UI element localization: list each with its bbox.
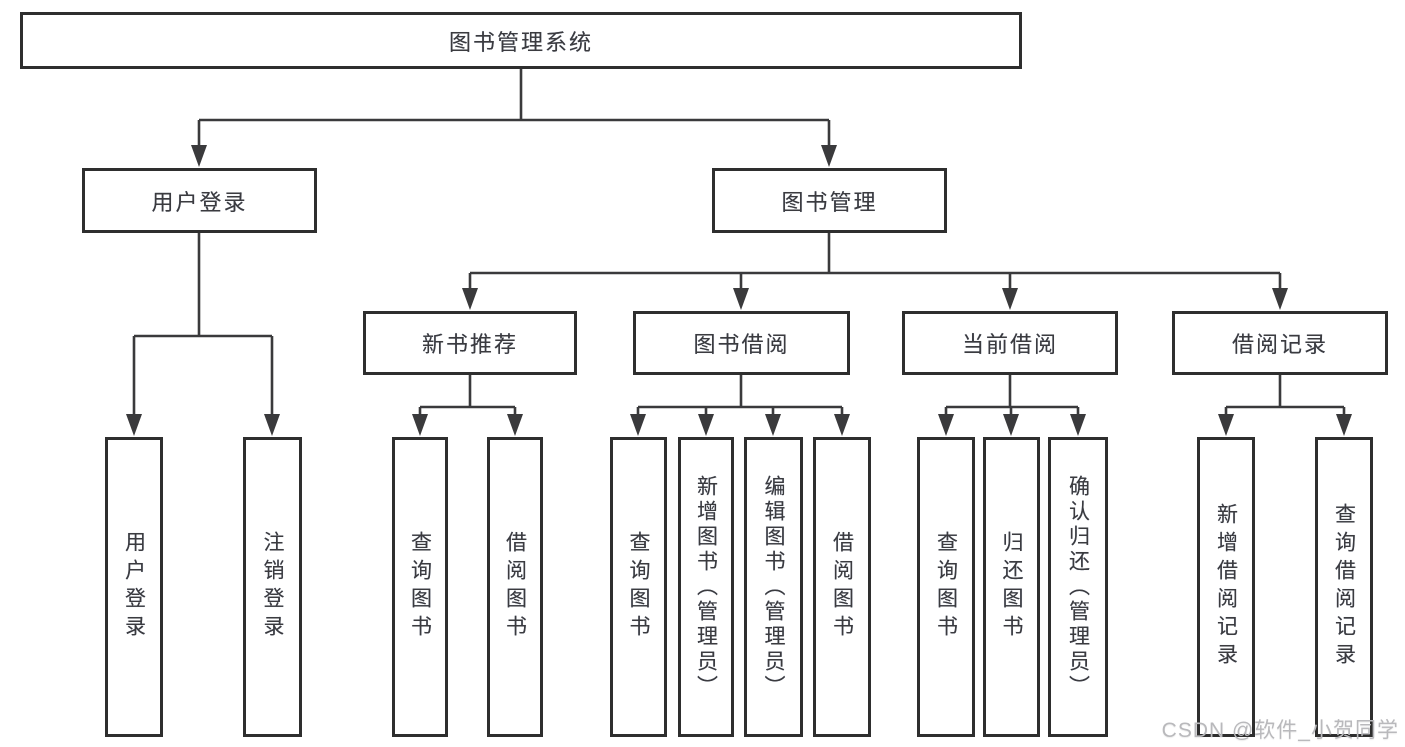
node-book-management: 图书管理 [712,168,947,233]
node-borrowing-records: 借阅记录 [1172,311,1388,375]
node-borrow-query-books-label: 查询图书 [627,531,650,643]
node-return-books: 归还图书 [983,437,1040,737]
node-logout-label: 注销登录 [261,531,284,643]
node-user-login-module-label: 用户登录 [151,189,248,215]
node-user-login-module: 用户登录 [82,168,317,233]
node-new-book-recommend: 新书推荐 [363,311,577,375]
node-book-borrowing: 图书借阅 [633,311,850,375]
node-borrow-borrow-books: 借阅图书 [813,437,871,737]
node-cur-query-books: 查询图书 [917,437,975,737]
node-query-borrow-record-label: 查询借阅记录 [1332,503,1356,671]
node-user-login-leaf-label: 用户登录 [122,531,146,643]
node-borrow-borrow-books-label: 借阅图书 [830,531,854,643]
node-current-borrowing: 当前借阅 [902,311,1118,375]
node-library-system-label: 图书管理系统 [448,29,593,55]
node-rec-borrow-books-label: 借阅图书 [503,531,527,643]
node-current-borrowing-label: 当前借阅 [961,332,1058,357]
node-rec-borrow-books: 借阅图书 [487,437,543,737]
node-new-book-recommend-label: 新书推荐 [421,332,518,357]
node-rec-query-books: 查询图书 [392,437,448,737]
node-cur-query-books-label: 查询图书 [934,531,958,643]
node-add-borrow-record-label: 新增借阅记录 [1214,503,1238,671]
node-add-borrow-record: 新增借阅记录 [1197,437,1255,737]
node-add-books-admin: 新增图书（管理员） [678,437,734,737]
node-borrow-query-books: 查询图书 [610,437,667,737]
node-add-books-admin-label: 新增图书（管理员） [694,474,718,700]
node-edit-books-admin: 编辑图书（管理员） [744,437,803,737]
node-query-borrow-record: 查询借阅记录 [1315,437,1373,737]
node-library-system: 图书管理系统 [20,12,1022,69]
node-logout: 注销登录 [243,437,302,737]
node-borrowing-records-label: 借阅记录 [1231,332,1328,357]
node-confirm-return-admin: 确认归还（管理员） [1048,437,1108,737]
node-book-management-label: 图书管理 [781,189,878,215]
node-edit-books-admin-label: 编辑图书（管理员） [762,474,785,700]
node-user-login-leaf: 用户登录 [105,437,163,737]
node-return-books-label: 归还图书 [1000,531,1023,643]
node-book-borrowing-label: 图书借阅 [693,332,790,357]
node-confirm-return-admin-label: 确认归还（管理员） [1066,474,1090,700]
node-rec-query-books-label: 查询图书 [408,531,432,643]
